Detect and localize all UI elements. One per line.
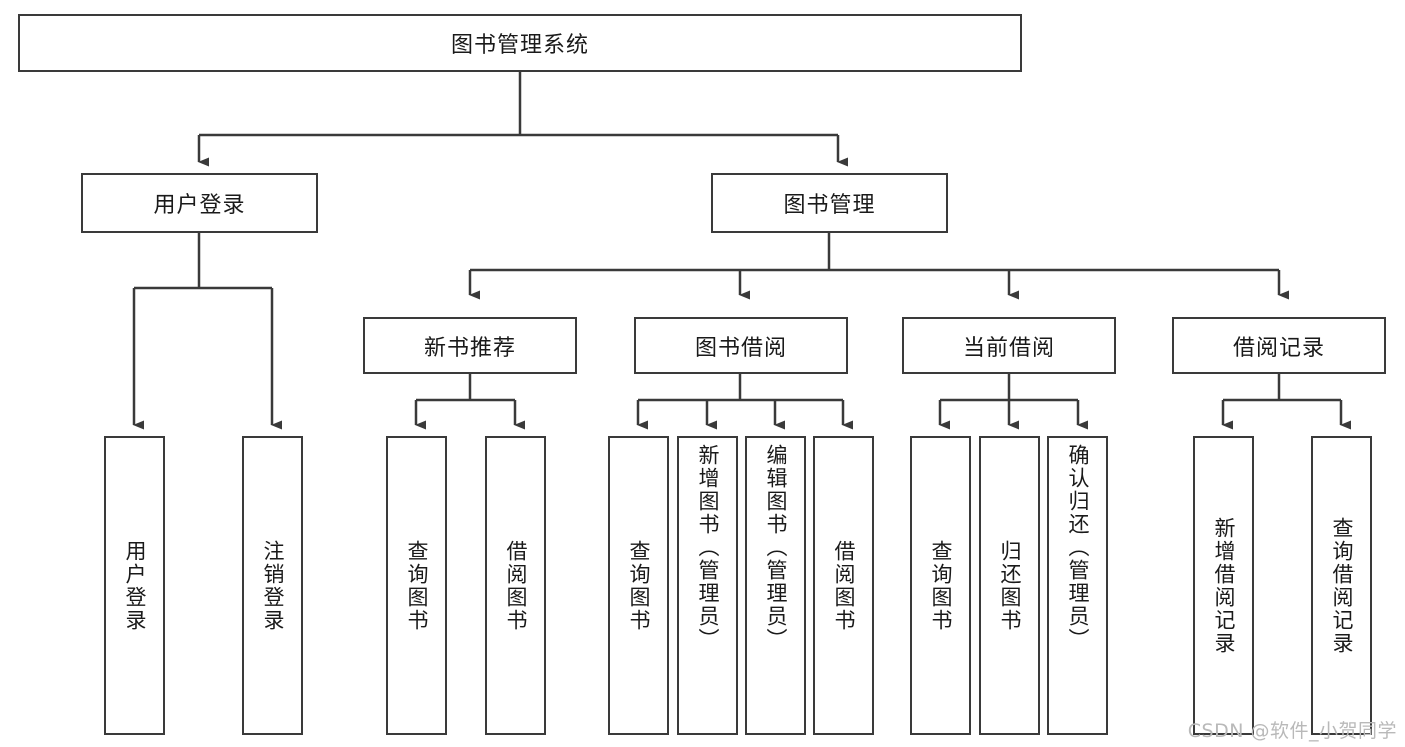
node-label: 图书借阅 — [694, 335, 787, 361]
node-label: 归还图书 — [998, 539, 1022, 632]
node-new-book-recommend[interactable]: 新书推荐 — [363, 317, 577, 374]
node-label: 当前借阅 — [962, 335, 1055, 361]
leaf-query-book-current[interactable]: 查询图书 — [910, 436, 971, 735]
node-label: 注销登录 — [261, 539, 285, 632]
node-label: 借阅记录 — [1232, 335, 1325, 361]
leaf-borrow-book-recommend[interactable]: 借阅图书 — [485, 436, 546, 735]
leaf-user-login[interactable]: 用户登录 — [104, 436, 165, 735]
leaf-query-book-recommend[interactable]: 查询图书 — [386, 436, 447, 735]
node-root-book-management-system[interactable]: 图书管理系统 — [18, 14, 1022, 72]
leaf-return-book[interactable]: 归还图书 — [979, 436, 1040, 735]
node-book-management[interactable]: 图书管理 — [711, 173, 948, 233]
leaf-add-book-admin[interactable]: 新增图书（管理员） — [677, 436, 738, 735]
node-label: 新书推荐 — [423, 335, 516, 361]
leaf-query-borrow-record[interactable]: 查询借阅记录 — [1311, 436, 1372, 735]
node-label: 查询借阅记录 — [1330, 516, 1354, 655]
node-label: 借阅图书 — [504, 539, 528, 632]
leaf-confirm-return-admin[interactable]: 确认归还（管理员） — [1047, 436, 1108, 735]
node-label: 借阅图书 — [832, 539, 856, 632]
leaf-edit-book-admin[interactable]: 编辑图书（管理员） — [745, 436, 806, 735]
node-book-borrow[interactable]: 图书借阅 — [634, 317, 848, 374]
leaf-add-borrow-record[interactable]: 新增借阅记录 — [1193, 436, 1254, 735]
node-label: 用户登录 — [153, 193, 246, 218]
node-label: 查询图书 — [627, 539, 651, 632]
node-current-borrow[interactable]: 当前借阅 — [902, 317, 1116, 374]
node-label: 新增借阅记录 — [1212, 516, 1236, 655]
leaf-logout[interactable]: 注销登录 — [242, 436, 303, 735]
node-label: 用户登录 — [123, 539, 147, 632]
node-borrow-record[interactable]: 借阅记录 — [1172, 317, 1386, 374]
leaf-query-book-borrow[interactable]: 查询图书 — [608, 436, 669, 735]
node-label: 查询图书 — [405, 539, 429, 632]
node-label: 图书管理系统 — [450, 33, 589, 58]
node-label: 确认归还（管理员） — [1066, 444, 1090, 651]
node-label: 新增图书（管理员） — [696, 444, 720, 651]
node-label: 图书管理 — [783, 193, 876, 218]
node-user-login[interactable]: 用户登录 — [81, 173, 318, 233]
node-label: 查询图书 — [929, 539, 953, 632]
node-label: 编辑图书（管理员） — [764, 444, 788, 651]
leaf-borrow-book[interactable]: 借阅图书 — [813, 436, 874, 735]
